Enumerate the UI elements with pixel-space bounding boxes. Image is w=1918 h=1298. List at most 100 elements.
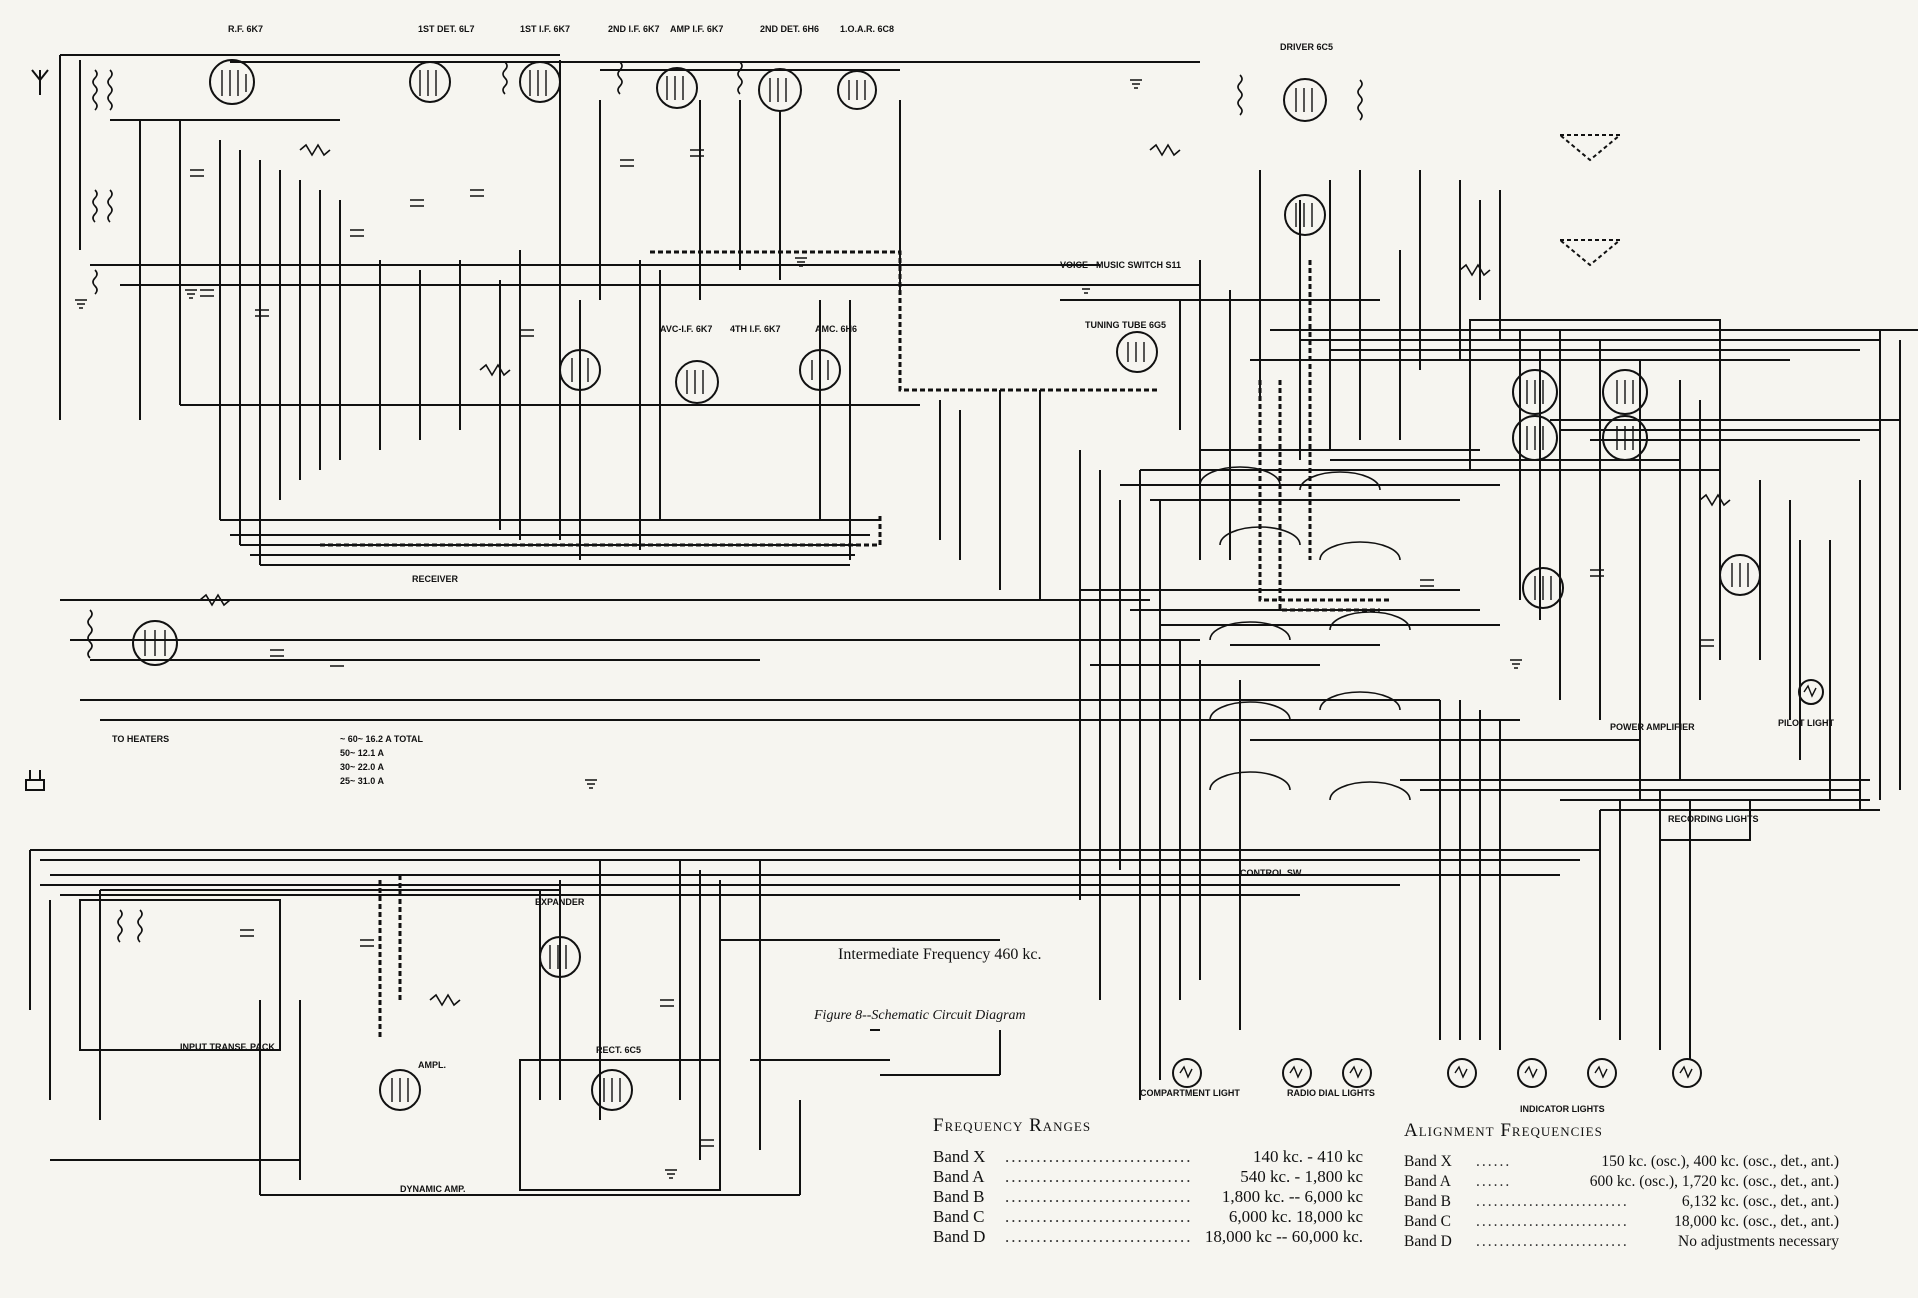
shielded-cables — [320, 250, 1390, 1040]
indicator-light-bulb-rr — [1587, 1058, 1617, 1088]
tube-elements — [144, 70, 1749, 1102]
table-row: Band D..............................18,0… — [933, 1227, 1363, 1247]
radio-dial-lights-label: RADIO DIAL LIGHTS — [1287, 1088, 1375, 1098]
tuning-tube — [1116, 331, 1158, 373]
table-row: Band B..........................6,132 kc… — [1404, 1192, 1839, 1212]
avc-if-tube — [675, 360, 719, 404]
expander-tube — [539, 936, 581, 978]
if4-label: 4TH I.F. 6K7 — [730, 324, 781, 334]
rf-tube — [209, 59, 255, 105]
power-rect-tube — [1719, 554, 1761, 596]
coils — [87, 61, 1363, 943]
band-value: 18,000 kc. (osc., det., ant.) — [1674, 1213, 1839, 1230]
rect-label: RECT. 6C5 — [596, 1045, 641, 1055]
grounds — [75, 79, 1522, 1179]
if3-tube — [1522, 567, 1564, 609]
leader-dots: .......................... — [1476, 1233, 1629, 1250]
table-row: Band A...... 600 kc. (osc.), 1,720 kc. (o… — [1404, 1172, 1839, 1192]
vacuum-tubes — [132, 59, 1761, 1111]
power-tube-2 — [1602, 369, 1648, 415]
rectifier-tube — [132, 620, 178, 666]
leader-dots: .............................. — [1005, 1207, 1193, 1226]
frequency-ranges-title: Frequency Ranges — [933, 1115, 1092, 1136]
table-row: Band A..............................540 … — [933, 1167, 1363, 1187]
band-value: 150 kc. (osc.), 400 kc. (osc., det., ant… — [1601, 1153, 1839, 1170]
ampl-label: AMPL. — [418, 1060, 446, 1070]
band-name: Band D — [933, 1227, 986, 1246]
schematic-labels: R.F. 6K7 1ST DET. 6L7 1ST I.F. 6K7 2ND I… — [112, 24, 1834, 1194]
det1-tube — [409, 61, 451, 103]
table-row: Band D..........................No adjus… — [1404, 1232, 1839, 1252]
amc-tube — [799, 349, 841, 391]
indicator-light-bulb-e — [1672, 1058, 1702, 1088]
input-transformer-pack-box — [79, 899, 281, 1051]
rf-label: R.F. 6K7 — [228, 24, 263, 34]
if-caption: Intermediate Frequency 460 kc. — [838, 946, 1042, 963]
rect-tube — [591, 1069, 633, 1111]
tuning-tube-label: TUNING TUBE 6G5 — [1085, 320, 1166, 330]
if1-tube — [519, 61, 561, 103]
band-value: 540 kc. - 1,800 kc — [1240, 1167, 1363, 1186]
leader-dots: .............................. — [1005, 1147, 1193, 1166]
control-switch-label: CONTROL SW — [1240, 868, 1302, 878]
band-name: Band C — [933, 1207, 985, 1226]
leader-dots: ...... — [1476, 1153, 1512, 1170]
indicator-bulbs — [1172, 679, 1824, 1088]
rotary-switches — [1199, 466, 1411, 801]
band-value: 6,000 kc. 18,000 kc — [1228, 1207, 1363, 1226]
band-value: 600 kc. (osc.), 1,720 kc. (osc., det., a… — [1589, 1173, 1839, 1190]
band-name: Band X — [933, 1147, 986, 1166]
input-transformer-label: INPUT TRANSF. PACK — [180, 1042, 275, 1052]
components — [190, 143, 1731, 1147]
radio-dial-light-bulb-2 — [1342, 1058, 1372, 1088]
table-row: Band X.............................. 140 … — [933, 1147, 1363, 1167]
wiring — [30, 54, 1918, 1196]
band-name: Band A — [1404, 1173, 1451, 1190]
alignment-frequencies-title: Alignment Frequencies — [1404, 1120, 1603, 1141]
leader-dots: .............................. — [1005, 1187, 1193, 1206]
band-value: 140 kc. - 410 kc — [1252, 1147, 1363, 1166]
dynamic-amp-label: DYNAMIC AMP. — [400, 1184, 466, 1194]
power-tube-1 — [1512, 369, 1558, 415]
band-name: Band A — [933, 1167, 985, 1186]
recording-lights-box — [1659, 799, 1751, 841]
dynamic-amp-box — [519, 1059, 721, 1191]
det2-tube — [758, 68, 802, 112]
band-name: Band X — [1404, 1153, 1452, 1170]
voice-music-switch-label: VOICE - MUSIC SWITCH S11 — [1060, 260, 1181, 270]
vertical-wiring — [29, 55, 1901, 1195]
tone-table-line-3: 30~ 22.0 A — [340, 762, 384, 772]
tone-table-line-4: 25~ 31.0 A — [340, 776, 384, 786]
table-row: Band B..............................1,80… — [933, 1187, 1363, 1207]
if2-label: 2ND I.F. 6K7 — [608, 24, 660, 34]
compartment-light-label: COMPARTMENT LIGHT — [1140, 1088, 1240, 1098]
expander-label: EXPANDER — [535, 897, 585, 907]
frequency-ranges-table: Frequency Ranges Band X.................… — [933, 1115, 1363, 1247]
figure-caption: Figure 8--Schematic Circuit Diagram — [814, 1008, 1026, 1023]
heaters-label: TO HEATERS — [112, 734, 169, 744]
leader-dots: ...... — [1476, 1173, 1512, 1190]
iar-tube — [837, 70, 877, 110]
receiver-label: RECEIVER — [412, 574, 459, 584]
oscillator-tube — [559, 349, 601, 391]
indicator-lights-label: INDICATOR LIGHTS — [1520, 1104, 1605, 1114]
band-value: 1,800 kc. -- 6,000 kc — [1221, 1187, 1363, 1206]
avc-if-label: AVC-I.F. 6K7 — [660, 324, 712, 334]
table-row: Band C..........................18,000 k… — [1404, 1212, 1839, 1232]
leader-dots: .......................... — [1476, 1193, 1629, 1210]
ampl-tube — [379, 1069, 421, 1111]
power-tube-3 — [1512, 415, 1558, 461]
band-name: Band C — [1404, 1213, 1451, 1230]
indicator-light-bulb-r — [1517, 1058, 1547, 1088]
driver-tube — [1283, 78, 1327, 122]
power-tube-4 — [1602, 415, 1648, 461]
if2-tube — [656, 67, 698, 109]
power-amplifier-box — [1469, 319, 1721, 471]
speaker-symbols — [1557, 134, 1623, 267]
driver-label: DRIVER 6C5 — [1280, 42, 1333, 52]
compartment-light-bulb — [1172, 1058, 1202, 1088]
tone-table-line-2: 50~ 12.1 A — [340, 748, 384, 758]
band-name: Band B — [1404, 1193, 1451, 1210]
